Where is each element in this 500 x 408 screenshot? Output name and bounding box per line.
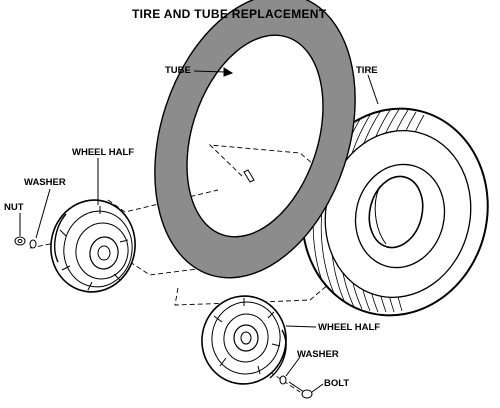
label-tire: TIRE bbox=[356, 65, 378, 76]
label-tube: TUBE bbox=[165, 65, 191, 76]
label-washer-bottom: WASHER bbox=[297, 349, 339, 360]
label-nut: NUT bbox=[4, 202, 24, 213]
tire-bore bbox=[368, 175, 424, 249]
label-wheel-half-bottom: WHEEL HALF bbox=[318, 322, 381, 333]
leader-lines bbox=[19, 67, 379, 393]
tire-drawing bbox=[301, 105, 489, 317]
label-washer-top: WASHER bbox=[24, 177, 66, 188]
tube-ring bbox=[154, 0, 356, 279]
upper-wheel-half-drawing bbox=[50, 199, 136, 293]
nut-drawing bbox=[14, 236, 26, 246]
tube-valve-stem bbox=[243, 169, 255, 183]
lower-washer-drawing bbox=[279, 375, 287, 385]
bolt-drawing bbox=[288, 381, 313, 399]
tube-drawing bbox=[154, 0, 356, 279]
diagram-title: TIRE AND TUBE REPLACEMENT bbox=[132, 7, 327, 21]
label-bolt: BOLT bbox=[324, 378, 350, 389]
lower-wheel-half-drawing bbox=[201, 295, 287, 385]
label-wheel-half-top: WHEEL HALF bbox=[72, 147, 135, 158]
upper-washer-drawing bbox=[29, 239, 37, 249]
